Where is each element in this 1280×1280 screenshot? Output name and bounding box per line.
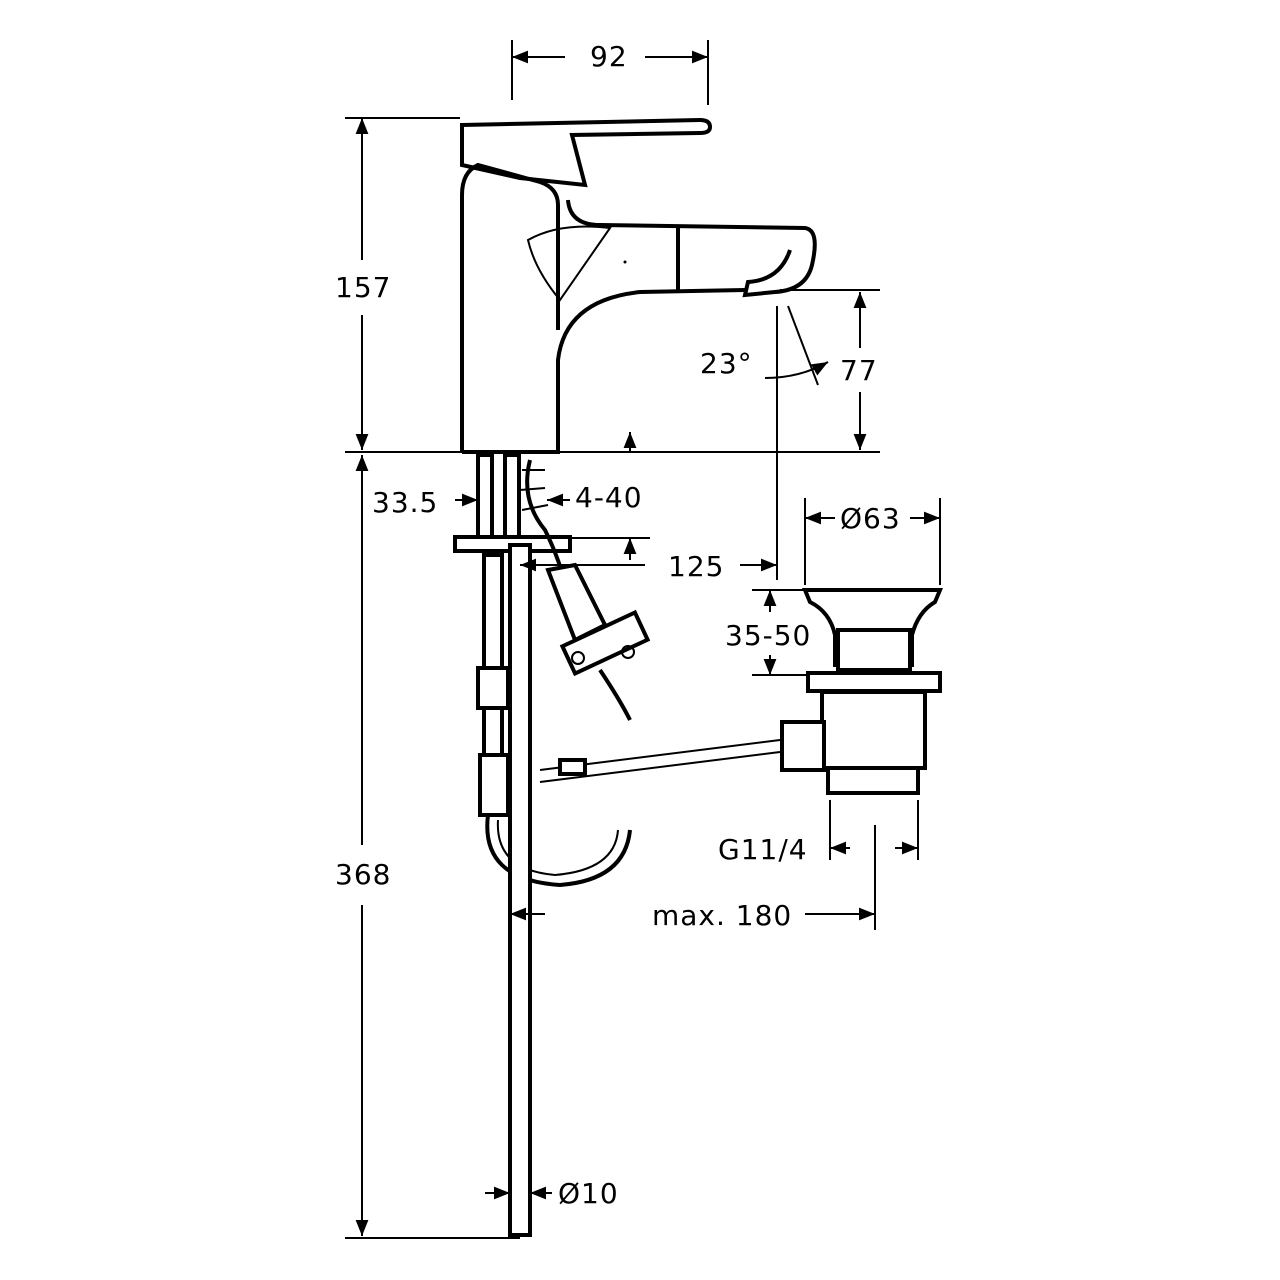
dimension-lines xyxy=(345,40,941,1239)
waste-assembly xyxy=(780,588,943,795)
dim-diameter-10: Ø10 xyxy=(558,1177,619,1210)
dim-35-50: 35-50 xyxy=(725,619,811,652)
dim-4-40: 4-40 xyxy=(575,481,643,514)
dim-368: 368 xyxy=(335,858,391,891)
dim-92: 92 xyxy=(590,40,628,73)
faucet-body xyxy=(460,117,817,454)
dim-77: 77 xyxy=(840,354,878,387)
dim-33-5: 33.5 xyxy=(372,486,438,519)
dim-diameter-63: Ø63 xyxy=(840,502,901,535)
dim-g11-4: G11/4 xyxy=(718,833,808,866)
dim-125: 125 xyxy=(668,550,724,583)
dim-157: 157 xyxy=(335,271,391,304)
mounting-assembly xyxy=(453,453,781,1237)
dim-max-180: max. 180 xyxy=(652,899,792,932)
dimension-labels: 92 157 368 77 23° 33.5 4-40 125 Ø63 35-5… xyxy=(335,40,901,1210)
dim-23-deg: 23° xyxy=(700,347,753,380)
